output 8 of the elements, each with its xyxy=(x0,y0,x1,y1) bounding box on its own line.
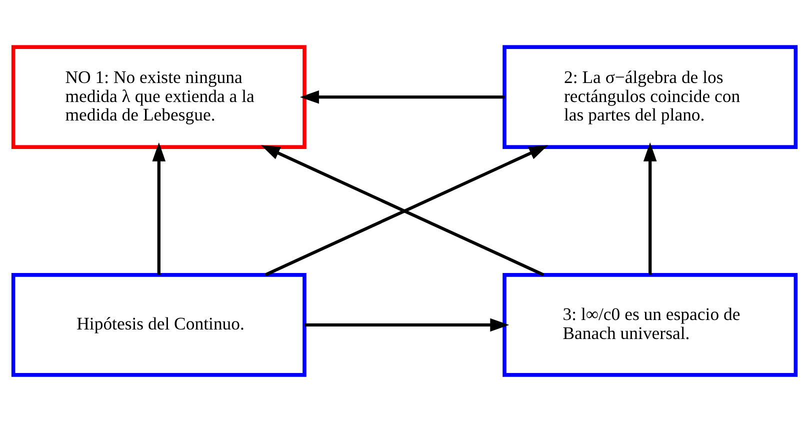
arrow xyxy=(643,142,657,275)
node-box: NO 1: No existe ninguna medida λ que extienda a la medida de Lebesgue. xyxy=(11,45,306,149)
arrow xyxy=(152,142,166,275)
node-box: 2: La σ−álgebra de los rectángulos coincide con las partes del plano. xyxy=(502,45,798,149)
node-box: Hipótesis del Continuo. xyxy=(11,273,306,377)
arrow xyxy=(304,318,510,332)
node-box: 3: l∞/c0 es un espacio de Banach universal. xyxy=(502,273,798,377)
arrow xyxy=(300,90,504,104)
